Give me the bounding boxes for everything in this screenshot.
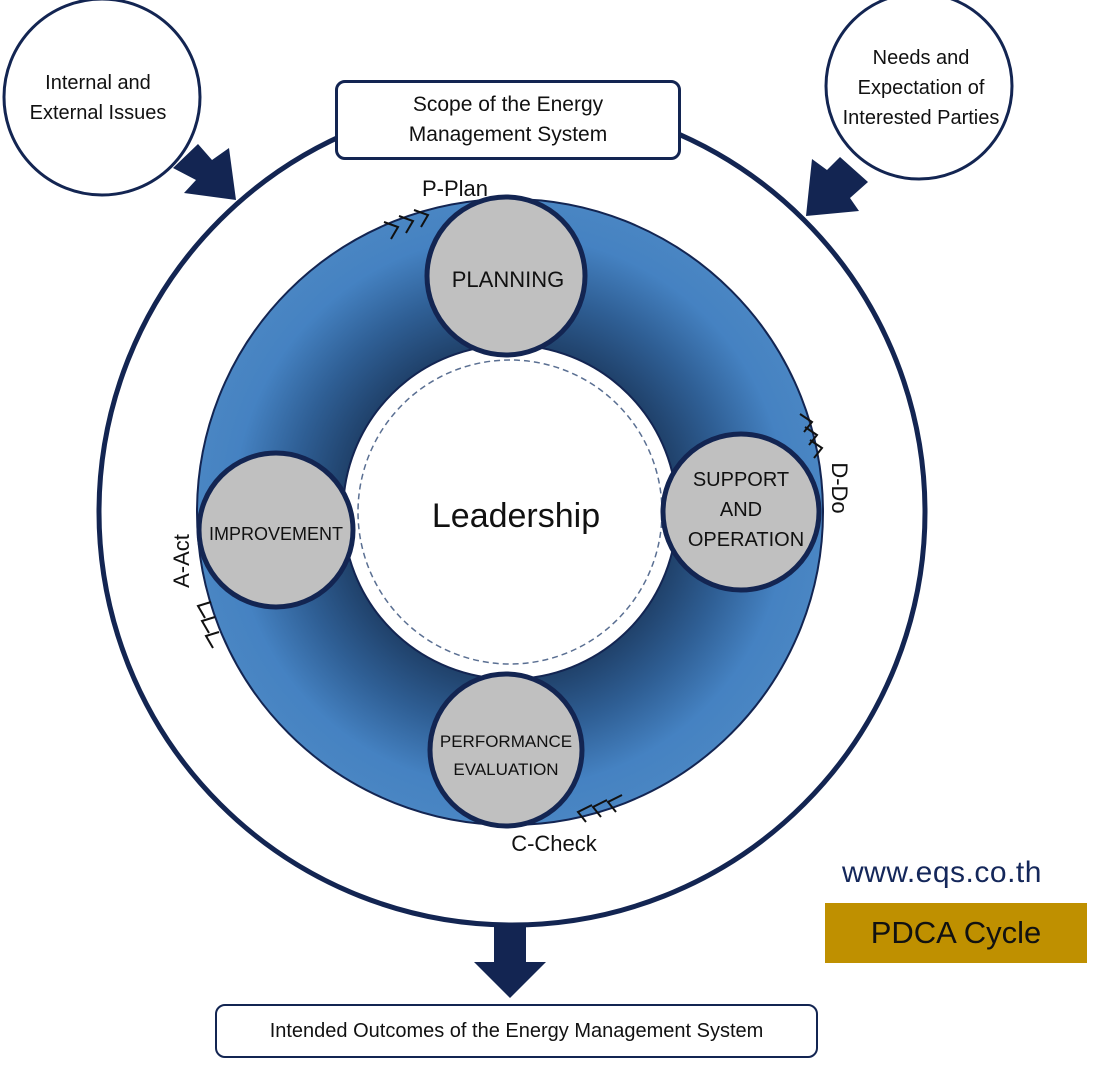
stage-evaluation-line1: PERFORMANCE bbox=[440, 732, 572, 751]
brand-url: www.eqs.co.th bbox=[842, 856, 1042, 889]
do-direction-chevrons bbox=[799, 413, 824, 459]
stage-support-line3: OPERATION bbox=[688, 529, 804, 551]
plan-label: P-Plan bbox=[422, 176, 488, 201]
stage-performance-evaluation: PERFORMANCE EVALUATION bbox=[427, 671, 585, 829]
needs-line2: Expectation of bbox=[858, 77, 985, 99]
pdca-cycle-tag-label: PDCA Cycle bbox=[870, 915, 1042, 950]
stage-improvement: IMPROVEMENT bbox=[196, 450, 356, 610]
input-arrow-right bbox=[806, 157, 868, 216]
check-label: C-Check bbox=[511, 831, 598, 856]
needs-line3: Interested Parties bbox=[843, 107, 1000, 129]
internal-external-issues-node: Internal and External Issues bbox=[2, 0, 202, 197]
do-label: D-Do bbox=[827, 462, 852, 513]
stage-evaluation-line2: EVALUATION bbox=[453, 760, 558, 779]
internal-issues-line2: External Issues bbox=[30, 102, 167, 124]
leadership-label: Leadership bbox=[432, 497, 600, 535]
stage-improvement-label: IMPROVEMENT bbox=[209, 524, 343, 544]
stage-support-line1: SUPPORT bbox=[693, 469, 789, 491]
scope-line1: Scope of the Energy bbox=[412, 93, 604, 116]
act-direction-chevrons bbox=[196, 601, 220, 649]
act-label: A-Act bbox=[169, 534, 194, 588]
intended-outcomes-label: Intended Outcomes of the Energy Manageme… bbox=[269, 1019, 764, 1042]
output-arrow-down bbox=[474, 925, 546, 998]
stage-planning: PLANNING bbox=[424, 194, 588, 358]
interested-parties-node: Needs and Expectation of Interested Part… bbox=[824, 0, 1014, 181]
needs-line1: Needs and bbox=[873, 47, 970, 69]
intended-outcomes-box: Intended Outcomes of the Energy Manageme… bbox=[215, 1004, 818, 1058]
plan-direction-chevrons bbox=[383, 209, 430, 240]
stage-planning-label: PLANNING bbox=[452, 267, 564, 292]
pdca-cycle-tag: PDCA Cycle bbox=[825, 903, 1087, 963]
check-direction-chevrons bbox=[576, 794, 623, 823]
internal-issues-line1: Internal and bbox=[45, 72, 151, 94]
scope-box: Scope of the Energy Management System bbox=[335, 80, 681, 160]
scope-line2: Management System bbox=[408, 123, 608, 146]
input-arrow-left bbox=[173, 144, 236, 200]
stage-support-operation: SUPPORT AND OPERATION bbox=[660, 431, 822, 593]
stage-support-line2: AND bbox=[720, 499, 762, 521]
